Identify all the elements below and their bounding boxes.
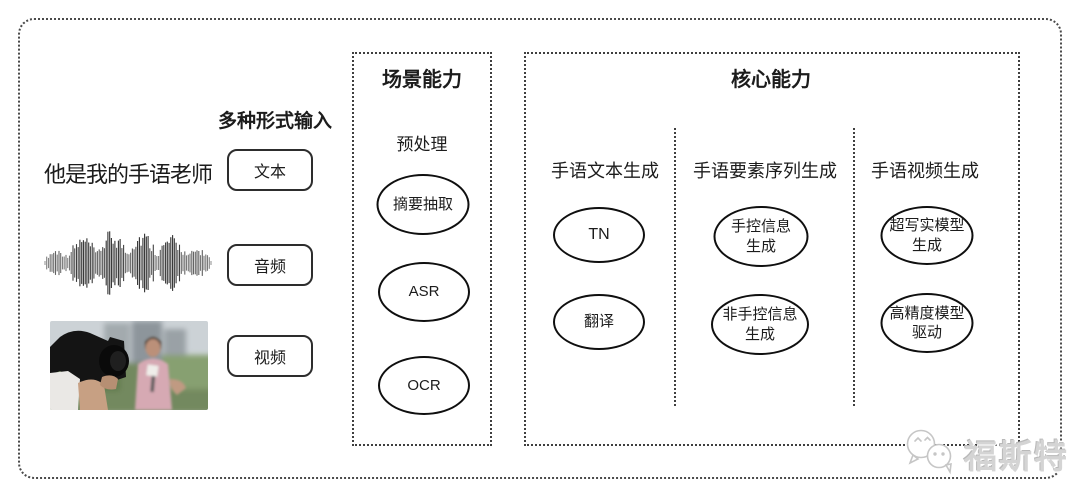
input-type-audio-label: 音频 — [253, 259, 286, 276]
core-capability-panel — [524, 52, 1020, 446]
outer-dotted-frame — [18, 18, 1062, 479]
node-tn-label: TN — [588, 225, 610, 243]
node-tn: TN — [553, 207, 645, 263]
input-type-audio-node: 音频 — [227, 244, 313, 286]
node-hyper-realistic-line2: 生成 — [911, 236, 942, 254]
core-column-divider-1 — [674, 128, 676, 406]
node-high-precision-model-driving: 高精度模型 驱动 — [880, 293, 974, 353]
node-asr-label: ASR — [408, 283, 440, 301]
node-hyper-realistic-line1: 超写实模型 — [889, 217, 965, 234]
watermark: 福斯特 — [902, 427, 1069, 480]
node-hyper-realistic-model-generation: 超写实模型 生成 — [880, 206, 974, 265]
node-manual-info-generation: 手控信息 生成 — [713, 206, 809, 267]
input-type-video-node: 视频 — [227, 335, 313, 377]
core-panel-title: 核心能力 — [731, 69, 811, 91]
watermark-text: 福斯特 — [964, 437, 1069, 475]
node-translation: 翻译 — [553, 294, 645, 350]
node-high-precision-line1: 高精度模型 — [889, 304, 965, 322]
audio-waveform-icon — [44, 226, 212, 298]
node-manual-info-line2: 生成 — [745, 237, 776, 255]
input-section-label: 多种形式输入 — [218, 111, 333, 132]
core-column-divider-2 — [853, 128, 855, 406]
node-summary-extraction: 摘要抽取 — [376, 174, 470, 235]
column-header-sl-video-generation: 手语视频生成 — [871, 161, 979, 181]
column-header-sl-text-generation: 手语文本生成 — [551, 161, 659, 181]
node-asr: ASR — [378, 262, 470, 322]
scene-panel-title: 场景能力 — [382, 69, 462, 91]
node-ocr: OCR — [378, 356, 470, 415]
node-manual-info-line1: 手控信息 — [730, 218, 791, 235]
scene-capability-panel — [352, 52, 492, 446]
node-non-manual-info-line1: 非手控信息 — [722, 306, 798, 323]
node-non-manual-info-line2: 生成 — [744, 325, 775, 343]
input-type-text-label: 文本 — [253, 164, 286, 181]
text-input-sample: 他是我的手语老师 — [44, 162, 213, 187]
node-translation-label: 翻译 — [583, 313, 614, 331]
input-type-text-node: 文本 — [227, 149, 313, 191]
video-input-sample-photo — [50, 321, 208, 410]
preprocess-label: 预处理 — [396, 135, 448, 154]
node-ocr-label: OCR — [407, 376, 441, 394]
input-type-video-label: 视频 — [253, 350, 286, 367]
node-summary-extraction-label: 摘要抽取 — [392, 195, 453, 213]
node-high-precision-line2: 驱动 — [911, 324, 942, 341]
chat-bubbles-logo-icon — [902, 427, 960, 480]
node-non-manual-info-generation: 非手控信息 生成 — [711, 294, 809, 355]
column-header-sl-element-sequence-generation: 手语要素序列生成 — [693, 161, 837, 181]
